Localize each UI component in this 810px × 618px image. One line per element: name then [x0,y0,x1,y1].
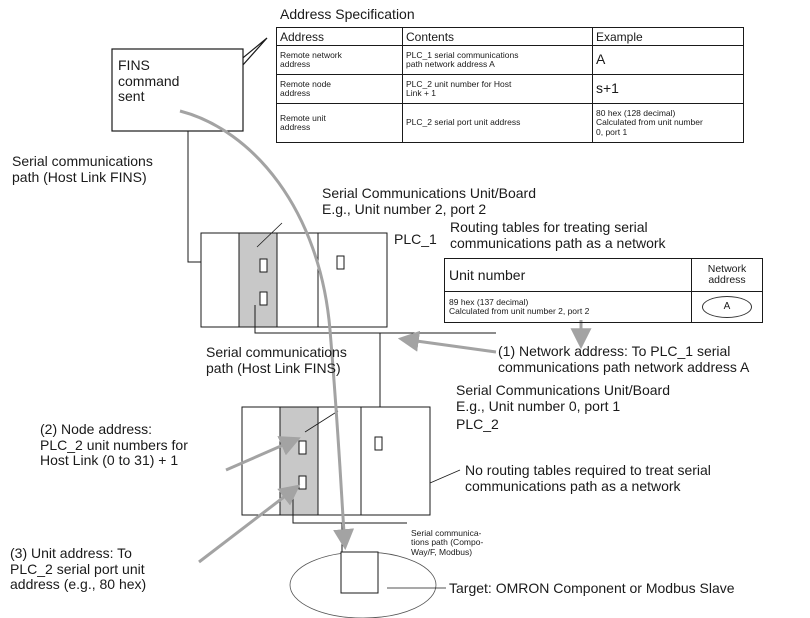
plc1-rack [200,232,388,328]
plc1-port-c [336,255,345,270]
table-row: Remote node address PLC_2 unit number fo… [276,74,744,104]
plc1-port-b [259,291,268,306]
plc2-label: PLC_2 [456,416,499,432]
routing-cell-network: A [691,291,763,323]
target-label: Target: OMRON Component or Modbus Slave [449,580,735,596]
spec-cell: PLC_2 unit number for Host Link + 1 [402,74,593,104]
plc2-port-a [298,440,307,455]
spec-col-address: Address [276,27,403,46]
scu2-label: Serial Communications Unit/Board E.g., U… [456,382,670,414]
scu1-label: Serial Communications Unit/Board E.g., U… [322,185,536,217]
serial-path-mid-label: Serial communications path (Host Link FI… [206,344,347,376]
unit-address-arrow [198,484,301,564]
fins-route-arrow [179,109,355,551]
net-address-arrow [397,330,497,354]
fins-command-box [111,48,244,132]
node-address-arrow [225,436,301,472]
note-network-address: (1) Network address: To PLC_1 serial com… [498,343,750,375]
spec-cell: 80 hex (128 decimal) Calculated from uni… [592,103,744,143]
no-routing-label: No routing tables required to treat seri… [465,462,711,494]
routing-header-row: Unit number Network address [444,258,763,292]
plc2-port-b [298,475,307,490]
fins-command-label: FINS command sent [118,57,180,105]
table-row: Remote network address PLC_1 serial comm… [276,45,744,75]
table-row: Remote unit address PLC_2 serial port un… [276,103,744,143]
spec-cell: s+1 [592,74,744,104]
spec-cell: Remote network address [276,45,403,75]
routing-col-unit: Unit number [444,258,692,292]
spec-col-example: Example [592,27,744,46]
spec-cell: Remote unit address [276,103,403,143]
serial-path-bottom-label: Serial communica- tions path (Compo- Way… [411,528,484,557]
spec-cell: A [592,45,744,75]
spec-table: Address Contents Example Remote network … [276,27,744,143]
routing-table: Unit number Network address 89 hex (137 … [444,258,763,323]
spec-header-row: Address Contents Example [276,27,744,46]
plc2-port-c [374,436,383,451]
routing-title: Routing tables for treating serial commu… [450,219,666,251]
serial-path-top-label: Serial communications path (Host Link FI… [12,153,153,185]
table-row: 89 hex (137 decimal) Calculated from uni… [444,291,763,323]
spec-col-contents: Contents [402,27,593,46]
note-unit-address: (3) Unit address: To PLC_2 serial port u… [10,545,147,593]
spec-cell: Remote node address [276,74,403,104]
note-node-address: (2) Node address: PLC_2 unit numbers for… [40,421,188,469]
plc2-serial-unit [279,406,319,516]
spec-title: Address Specification [280,6,415,22]
plc1-port-a [259,258,268,273]
routing-col-network: Network address [691,258,763,292]
plc1-label: PLC_1 [394,231,437,247]
routing-cell-unit: 89 hex (137 decimal) Calculated from uni… [444,291,692,323]
target-device [340,551,379,594]
spec-cell: PLC_1 serial communications path network… [402,45,593,75]
spec-cell: PLC_2 serial port unit address [402,103,593,143]
network-address-oval: A [702,296,752,318]
plc1-serial-unit [238,232,278,328]
